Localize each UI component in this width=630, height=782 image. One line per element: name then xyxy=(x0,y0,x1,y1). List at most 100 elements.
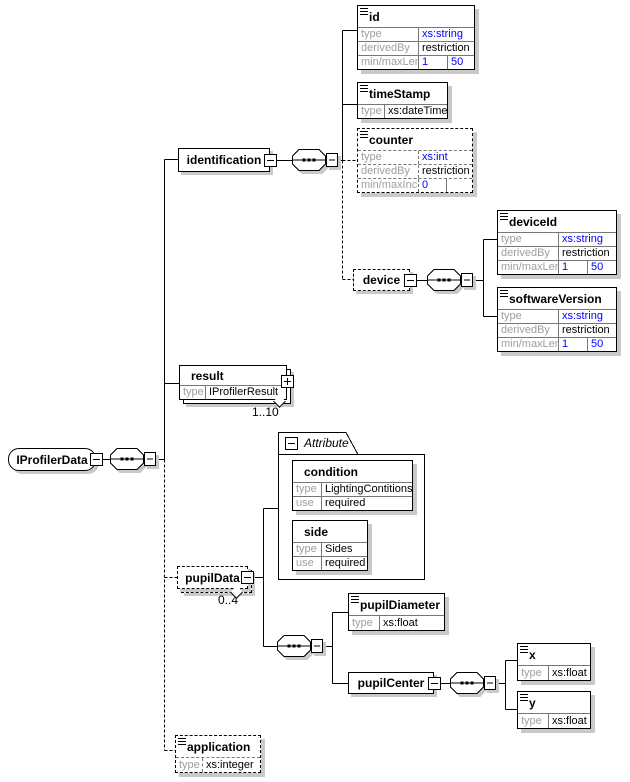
row-label: derivedBy xyxy=(358,42,419,55)
element-header[interactable]: x xyxy=(518,644,590,665)
table-row: type xs:dateTime xyxy=(358,104,447,118)
table-row: type xs:float xyxy=(349,615,444,630)
collapse-button-attributes[interactable] xyxy=(285,437,298,450)
table-row: derivedBy restriction xyxy=(498,246,616,260)
row-value[interactable]: 50 xyxy=(591,261,604,273)
element-icon xyxy=(500,213,508,220)
row-label: type xyxy=(358,105,385,118)
element-box-device[interactable]: device xyxy=(353,269,410,291)
sequence-icon-device[interactable] xyxy=(427,269,476,294)
row-value: restriction xyxy=(422,42,470,54)
row-label: type xyxy=(180,386,206,399)
element-box-pupilcenter[interactable]: pupilCenter xyxy=(348,672,434,694)
table-row: min/maxLen 1 50 xyxy=(498,260,616,274)
attribute-header[interactable]: condition xyxy=(293,461,412,482)
table-row: type LightingContitions xyxy=(293,482,412,496)
element-table-softwareversion: softwareVersion type xs:string derivedBy… xyxy=(497,287,617,352)
attribute-table-condition: condition type LightingContitions use re… xyxy=(292,460,413,511)
element-label: IProfilerData xyxy=(16,452,88,467)
sequence-icon-pupildata[interactable] xyxy=(277,635,326,660)
row-value[interactable]: 1 xyxy=(559,261,588,274)
element-table-counter: counter type xs:int derivedBy restrictio… xyxy=(357,128,473,193)
table-row: use required xyxy=(293,496,412,510)
row-value[interactable]: 50 xyxy=(451,56,464,68)
sequence-icon-identification[interactable] xyxy=(292,149,341,174)
element-box-pupildata[interactable]: pupilData xyxy=(177,566,248,589)
row-label: min/maxLen xyxy=(498,261,559,274)
element-table-result: result type IProfilerResult xyxy=(179,365,287,400)
row-value[interactable]: xs:int xyxy=(422,151,448,163)
element-table-x: x type xs:float xyxy=(517,643,591,681)
row-value: xs:integer xyxy=(206,759,254,771)
expand-button-result[interactable] xyxy=(281,375,294,388)
element-header[interactable]: id xyxy=(358,6,474,27)
row-value[interactable]: xs:string xyxy=(422,28,463,40)
row-value[interactable]: xs:string xyxy=(562,233,603,245)
row-label: min/maxLen xyxy=(358,56,419,69)
attribute-table-side: side type Sides use required xyxy=(292,520,368,571)
row-label: type xyxy=(349,616,380,630)
attribute-header[interactable]: side xyxy=(293,521,367,542)
row-label: derivedBy xyxy=(498,247,559,260)
row-label: type xyxy=(358,151,419,164)
row-value[interactable]: 1 xyxy=(559,338,588,351)
collapse-button-device[interactable] xyxy=(404,274,417,287)
element-table-id: id type xs:string derivedBy restriction … xyxy=(357,5,475,70)
row-value: Sides xyxy=(325,543,353,555)
row-label: type xyxy=(518,714,549,728)
table-row: type xs:string xyxy=(498,232,616,246)
row-value[interactable]: 1 xyxy=(419,56,448,69)
table-row: type xs:integer xyxy=(176,757,260,772)
element-icon xyxy=(178,738,186,745)
table-row: type IProfilerResult xyxy=(180,385,286,399)
row-value[interactable]: 50 xyxy=(591,338,604,350)
collapse-button-identification[interactable] xyxy=(264,154,277,167)
element-header[interactable]: deviceId xyxy=(498,211,616,232)
element-name: application xyxy=(187,740,251,754)
table-row: type xs:string xyxy=(358,27,474,41)
element-icon xyxy=(500,290,508,297)
element-table-application: application type xs:integer xyxy=(175,735,261,773)
row-value: IProfilerResult xyxy=(209,386,279,398)
element-name: x xyxy=(529,648,536,662)
element-name: timeStamp xyxy=(369,87,431,101)
element-header[interactable]: counter xyxy=(358,129,472,150)
element-header[interactable]: result xyxy=(180,366,286,385)
row-label: derivedBy xyxy=(498,324,559,337)
collapse-button-iprofilerdata[interactable] xyxy=(90,453,103,466)
element-name: counter xyxy=(369,133,414,147)
table-row: derivedBy restriction xyxy=(498,323,616,337)
row-value: xs:float xyxy=(383,617,418,629)
element-header[interactable]: y xyxy=(518,692,590,713)
table-row: type xs:string xyxy=(498,309,616,323)
row-value xyxy=(447,179,472,192)
table-row: type xs:int xyxy=(358,150,472,164)
row-value[interactable]: 0 xyxy=(419,179,447,192)
element-box-identification[interactable]: identification xyxy=(178,148,270,172)
row-label: min/maxLen xyxy=(498,338,559,351)
element-label: identification xyxy=(186,153,262,167)
row-value[interactable]: xs:string xyxy=(562,310,603,322)
collapse-button-pupildata[interactable] xyxy=(241,571,254,584)
sequence-icon-pupilcenter[interactable] xyxy=(450,672,499,697)
element-header[interactable]: softwareVersion xyxy=(498,288,616,309)
row-value: xs:float xyxy=(552,667,587,679)
element-name: softwareVersion xyxy=(509,292,602,306)
element-name: id xyxy=(369,10,380,24)
element-box-iprofilerdata[interactable]: IProfilerData xyxy=(8,448,96,471)
row-label: type xyxy=(176,758,203,772)
row-label: use xyxy=(293,557,322,570)
sequence-icon-root[interactable] xyxy=(110,448,159,473)
row-label: type xyxy=(358,28,419,41)
collapse-button-pupilcenter[interactable] xyxy=(428,677,441,690)
element-table-pupildiameter: pupilDiameter type xs:float xyxy=(348,593,445,631)
row-label: type xyxy=(498,310,559,323)
attribute-name: side xyxy=(304,525,329,539)
row-value: restriction xyxy=(422,165,470,177)
row-label: type xyxy=(293,483,322,496)
table-row: min/maxIncl 0 xyxy=(358,178,472,192)
element-header[interactable]: timeStamp xyxy=(358,83,447,104)
element-header[interactable]: application xyxy=(176,736,260,757)
element-header[interactable]: pupilDiameter xyxy=(349,594,444,615)
